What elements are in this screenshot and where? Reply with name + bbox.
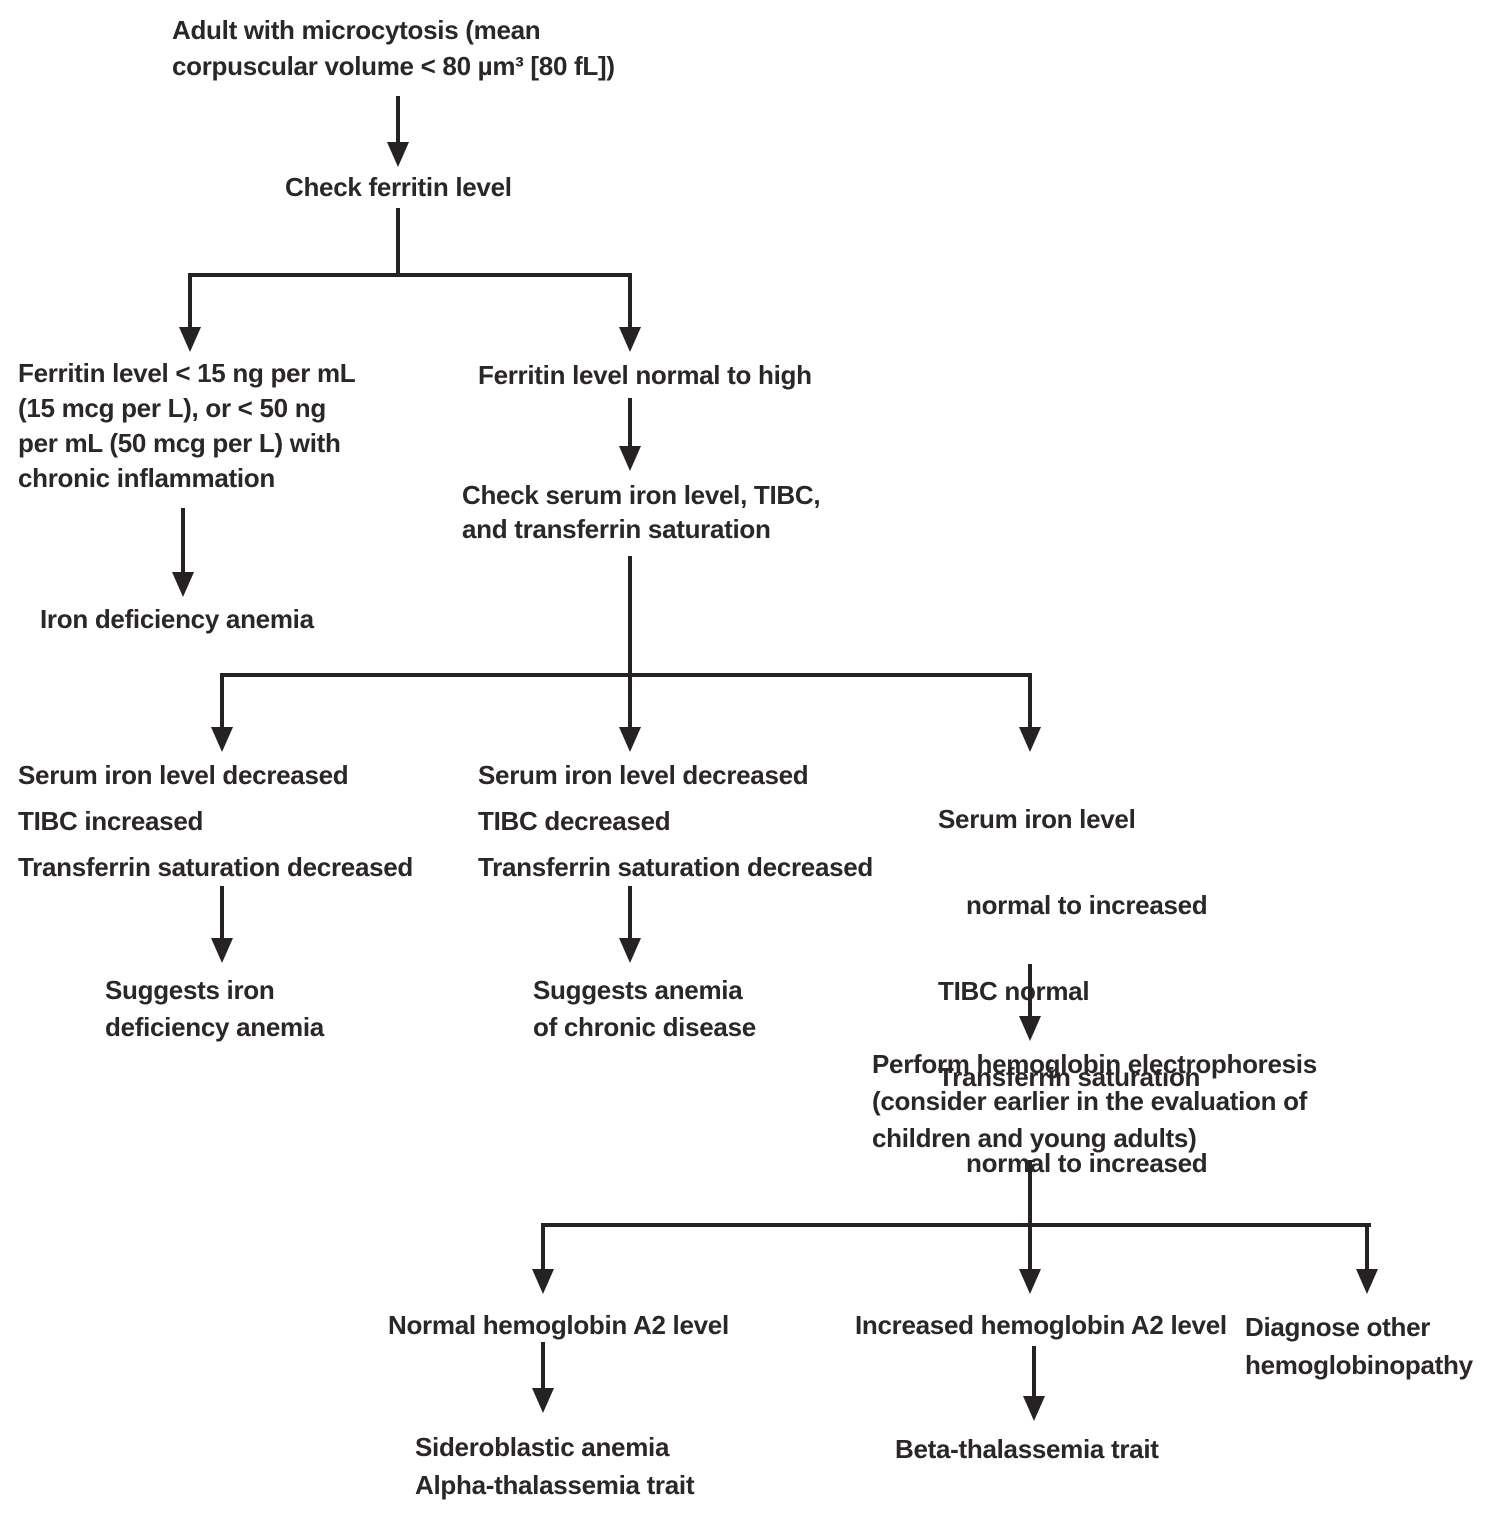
- arrowhead: [179, 327, 201, 352]
- arrowhead: [532, 1388, 554, 1413]
- pattern-thal-line: normal to increased: [966, 890, 1208, 920]
- connector-line: [396, 96, 400, 142]
- node-diagnose-other: Diagnose other hemoglobinopathy: [1245, 1312, 1473, 1380]
- arrowhead: [172, 572, 194, 597]
- arrowhead: [1019, 727, 1041, 752]
- node-ferritin-normal: Ferritin level normal to high: [478, 360, 812, 390]
- arrowhead: [1023, 1396, 1045, 1421]
- connector-line: [396, 208, 400, 275]
- connector-line: [628, 556, 632, 677]
- connector-line: [1028, 675, 1032, 727]
- node-sideroblastic-alpha: Sideroblastic anemia Alpha-thalassemia t…: [415, 1432, 695, 1500]
- node-pattern-ida: Serum iron level decreased TIBC increase…: [18, 760, 413, 882]
- connector-line: [1028, 964, 1032, 1016]
- node-pattern-thal: Serum iron level normal to increased TIB…: [938, 755, 1278, 1228]
- pattern-thal-line: Transferrin saturation: [938, 1062, 1201, 1092]
- connector-line: [541, 1342, 545, 1390]
- arrowhead: [1019, 1016, 1041, 1041]
- connector-line: [541, 1223, 1371, 1227]
- pattern-thal-line: TIBC normal: [938, 976, 1090, 1006]
- pattern-thal-line: Serum iron level: [938, 804, 1136, 834]
- arrowhead: [619, 727, 641, 752]
- node-pattern-acd: Serum iron level decreased TIBC decrease…: [478, 760, 873, 882]
- connector-line: [628, 886, 632, 938]
- pattern-thal-line: normal to increased: [966, 1148, 1208, 1178]
- node-beta-thal: Beta-thalassemia trait: [895, 1434, 1159, 1464]
- arrowhead: [532, 1269, 554, 1294]
- node-iron-deficiency-anemia: Iron deficiency anemia: [40, 604, 314, 634]
- arrowhead: [1019, 1269, 1041, 1294]
- node-check-serum-iron: Check serum iron level, TIBC, and transf…: [462, 480, 821, 544]
- connector-line: [1028, 1160, 1032, 1227]
- connector-line: [628, 398, 632, 446]
- node-increased-a2: Increased hemoglobin A2 level: [855, 1310, 1227, 1340]
- connector-line: [1028, 1227, 1032, 1271]
- node-suggests-ida: Suggests iron deficiency anemia: [105, 975, 324, 1042]
- connector-line: [628, 275, 632, 327]
- connector-line: [1032, 1346, 1036, 1398]
- arrowhead: [1356, 1269, 1378, 1294]
- arrowhead: [619, 327, 641, 352]
- node-ferritin-low: Ferritin level < 15 ng per mL (15 mcg pe…: [18, 358, 356, 493]
- connector-line: [628, 677, 632, 727]
- arrowhead: [211, 727, 233, 752]
- node-suggests-acd: Suggests anemia of chronic disease: [533, 975, 756, 1042]
- arrowhead: [619, 446, 641, 471]
- connector-line: [188, 275, 192, 327]
- node-perform-electrophoresis: Perform hemoglobin electrophoresis (cons…: [872, 1049, 1317, 1153]
- node-check-ferritin: Check ferritin level: [285, 172, 512, 202]
- connector-line: [188, 273, 632, 277]
- connector-line: [541, 1225, 545, 1271]
- connector-line: [181, 508, 185, 572]
- node-normal-a2: Normal hemoglobin A2 level: [388, 1310, 729, 1340]
- connector-line: [1365, 1225, 1369, 1271]
- connector-line: [220, 675, 224, 727]
- connector-line: [220, 886, 224, 938]
- arrowhead: [387, 142, 409, 167]
- node-start: Adult with microcytosis (mean corpuscula…: [172, 15, 615, 81]
- arrowhead: [211, 938, 233, 963]
- arrowhead: [619, 938, 641, 963]
- connector-line: [220, 673, 1032, 677]
